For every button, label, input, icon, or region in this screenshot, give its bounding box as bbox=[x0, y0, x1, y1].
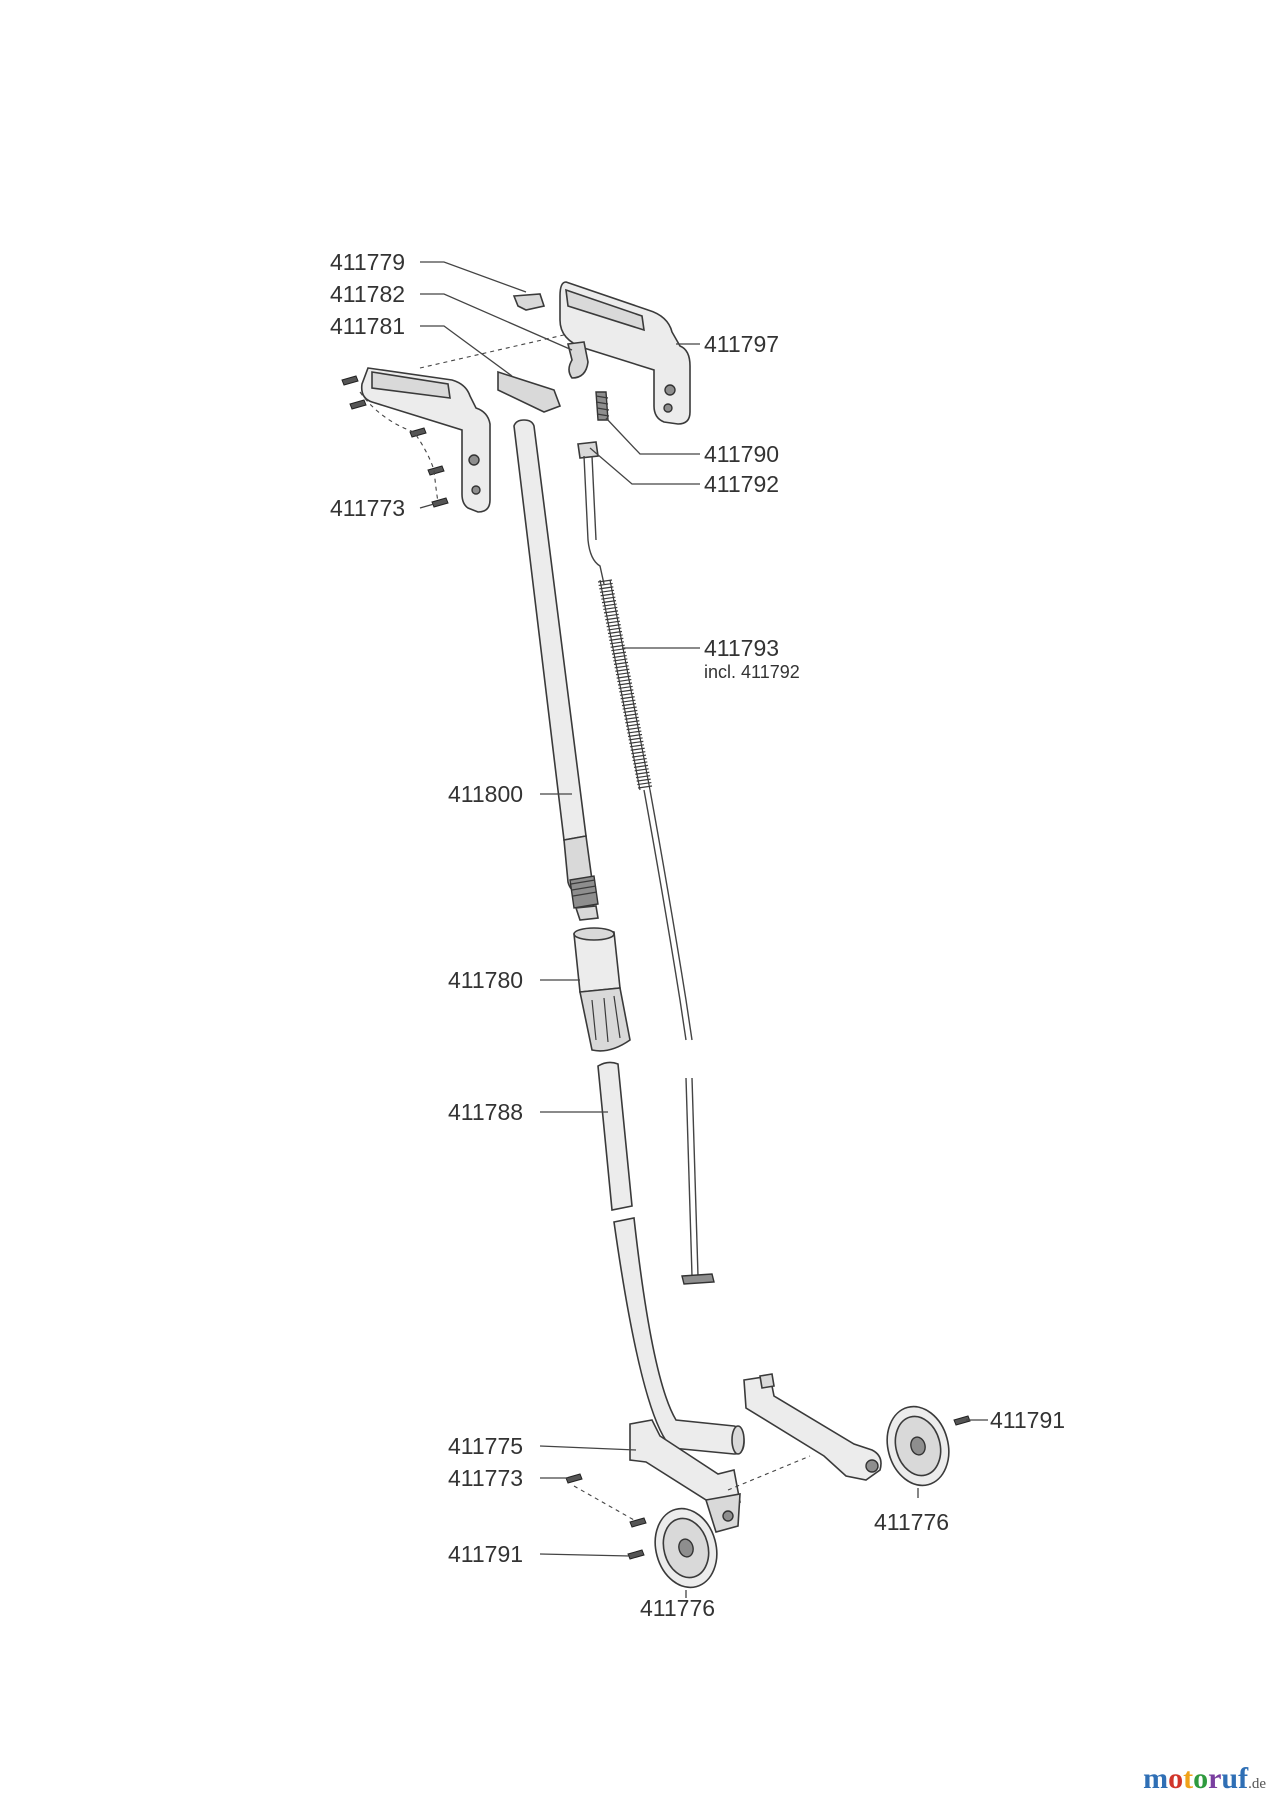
coil-ring bbox=[609, 641, 625, 645]
coil-ring bbox=[629, 744, 645, 748]
coil-ring bbox=[620, 696, 635, 700]
coil-ring bbox=[615, 672, 631, 676]
label-411790: 411790 bbox=[704, 441, 779, 467]
coil-ring bbox=[633, 761, 648, 765]
handle-screws-top bbox=[341, 375, 449, 508]
cable-connector-part bbox=[577, 441, 599, 459]
coil-ring bbox=[623, 709, 638, 714]
label-411779: 411779 bbox=[330, 249, 405, 275]
coil-ring bbox=[617, 678, 632, 683]
coil-ring bbox=[632, 757, 647, 762]
coil-ring bbox=[611, 651, 627, 655]
coil-ring bbox=[614, 665, 629, 669]
coil-ring bbox=[637, 785, 653, 789]
coil-ring bbox=[621, 703, 637, 707]
coil-ring bbox=[633, 764, 649, 768]
label-411791-right: 411791 bbox=[990, 1407, 1065, 1433]
bottom-screws bbox=[565, 1415, 971, 1560]
coil-ring bbox=[635, 775, 651, 779]
coil-ring bbox=[622, 706, 637, 710]
coil-ring bbox=[602, 603, 617, 607]
coil-ring bbox=[630, 747, 645, 751]
label-411773-top: 411773 bbox=[330, 495, 405, 521]
lock-lever-part bbox=[567, 341, 589, 379]
label-411793-note: incl. 411792 bbox=[704, 662, 800, 682]
coil-ring bbox=[615, 668, 630, 672]
coiled-cable bbox=[583, 455, 715, 1285]
label-411775: 411775 bbox=[448, 1433, 523, 1459]
right-handle-half bbox=[559, 281, 691, 425]
label-411788: 411788 bbox=[448, 1099, 523, 1125]
coil-ring bbox=[599, 589, 615, 593]
label-411776-left: 411776 bbox=[640, 1595, 715, 1621]
leader-lines bbox=[419, 261, 988, 1598]
coil-ring bbox=[623, 713, 639, 717]
coil-ring bbox=[628, 737, 643, 741]
coil-ring bbox=[599, 586, 614, 590]
coil-ring bbox=[601, 596, 616, 600]
label-411791-left: 411791 bbox=[448, 1541, 523, 1567]
label-411792: 411792 bbox=[704, 471, 779, 497]
coil-ring bbox=[600, 593, 615, 597]
coil-ring bbox=[634, 768, 649, 772]
coil-ring bbox=[626, 727, 641, 731]
coil-ring bbox=[608, 634, 623, 638]
coil-ring bbox=[604, 613, 619, 617]
coil-ring bbox=[624, 716, 639, 720]
coil-ring bbox=[598, 582, 613, 587]
coil-ring bbox=[636, 778, 651, 782]
chassis-left bbox=[629, 1419, 741, 1533]
chassis-right bbox=[743, 1373, 882, 1481]
coil-ring bbox=[631, 751, 646, 755]
coil-ring bbox=[618, 685, 633, 690]
coil-ring bbox=[601, 600, 617, 604]
coil-ring bbox=[627, 733, 643, 738]
coil-ring bbox=[597, 579, 613, 583]
label-411782: 411782 bbox=[330, 281, 405, 307]
coil-ring bbox=[603, 606, 618, 611]
coil-ring bbox=[612, 654, 627, 659]
motoruf-watermark: motoruf.de bbox=[1143, 1762, 1266, 1795]
label-411797: 411797 bbox=[704, 331, 779, 357]
label-411776-right: 411776 bbox=[874, 1509, 949, 1535]
label-411793: 411793 bbox=[704, 635, 779, 661]
coil-ring bbox=[621, 699, 636, 703]
right-wheel bbox=[886, 1405, 950, 1487]
label-411781: 411781 bbox=[330, 313, 405, 339]
switch-slide-part bbox=[497, 370, 562, 413]
upper-tube bbox=[513, 419, 599, 921]
coil-ring bbox=[631, 754, 647, 758]
coil-ring bbox=[606, 624, 621, 628]
coil-ring bbox=[625, 723, 641, 727]
coil-ring bbox=[603, 610, 619, 614]
left-handle-half bbox=[360, 367, 491, 513]
label-411773-bottom: 411773 bbox=[448, 1465, 523, 1491]
coil-ring bbox=[627, 730, 642, 734]
coil-ring bbox=[611, 648, 626, 652]
coil-ring bbox=[609, 637, 624, 641]
coil-ring bbox=[625, 720, 640, 724]
coil-ring bbox=[616, 675, 631, 679]
trigger-part bbox=[512, 293, 546, 311]
left-wheel bbox=[654, 1507, 718, 1589]
spring-part bbox=[595, 391, 610, 421]
label-411780: 411780 bbox=[448, 967, 523, 993]
coil-ring bbox=[607, 630, 623, 635]
coil-ring bbox=[613, 661, 629, 665]
coil-ring bbox=[605, 620, 621, 624]
coil-ring bbox=[605, 617, 620, 621]
coil-ring bbox=[619, 689, 634, 693]
coil-ring bbox=[607, 627, 622, 631]
coil-ring bbox=[635, 771, 650, 775]
coil-ring bbox=[629, 740, 644, 744]
coil-ring bbox=[619, 692, 635, 696]
lower-tube bbox=[597, 1061, 745, 1455]
coil-ring bbox=[613, 658, 628, 662]
coil-ring bbox=[637, 781, 652, 786]
lock-collar bbox=[573, 927, 631, 1052]
label-411800: 411800 bbox=[448, 781, 523, 807]
coil-ring bbox=[617, 682, 633, 686]
coil-ring bbox=[610, 644, 625, 648]
